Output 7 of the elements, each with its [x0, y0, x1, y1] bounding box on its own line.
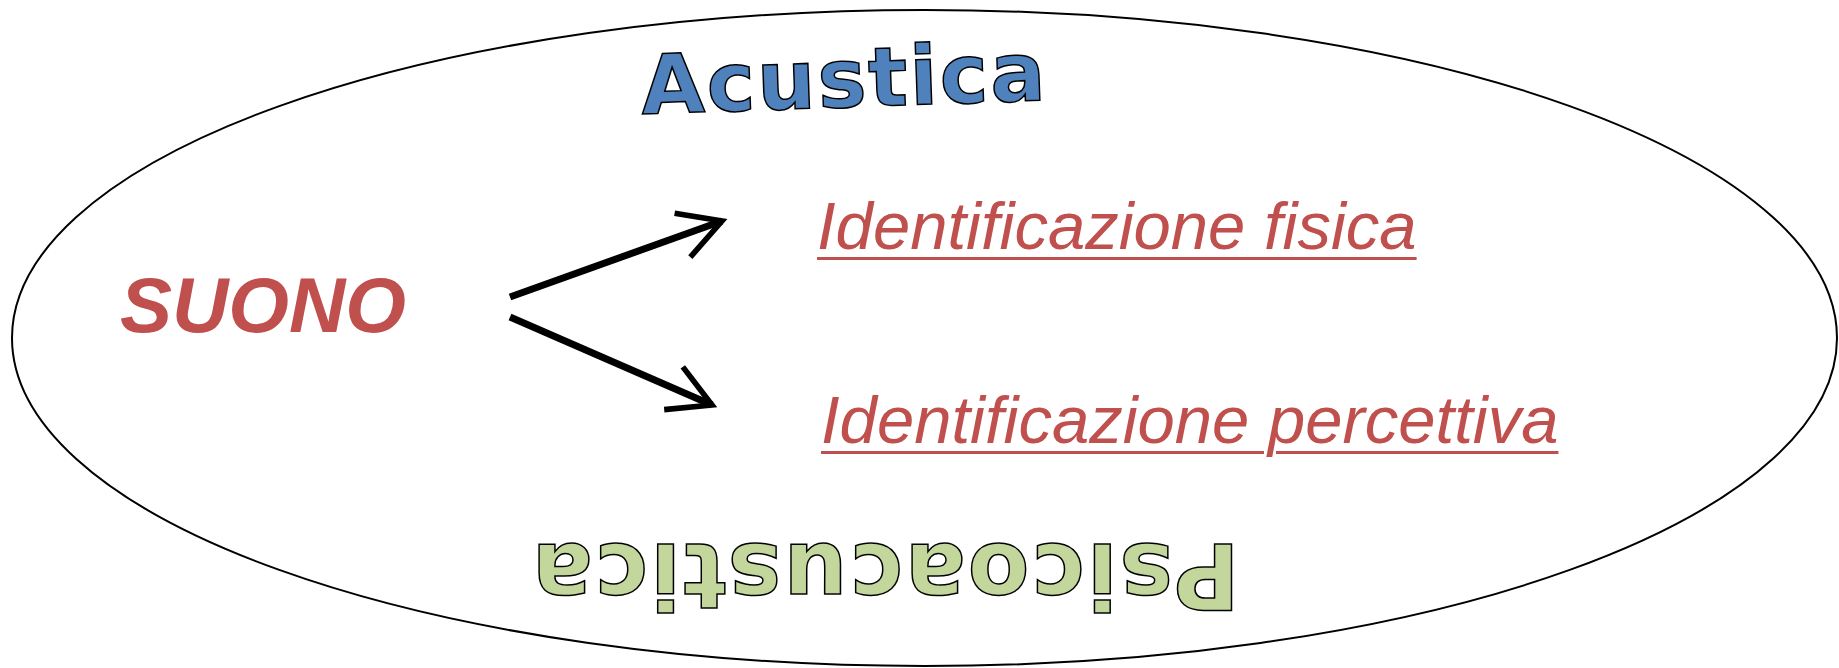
word-art-title: Acustica	[639, 30, 1049, 128]
word-art-title: Psicoacustica	[530, 530, 1240, 620]
label-text: SUONO	[120, 266, 407, 344]
arrow	[508, 313, 715, 413]
ellipse-frame	[10, 8, 1839, 668]
arrow	[508, 210, 725, 301]
label-text: Identificazione fisica	[817, 192, 1417, 259]
